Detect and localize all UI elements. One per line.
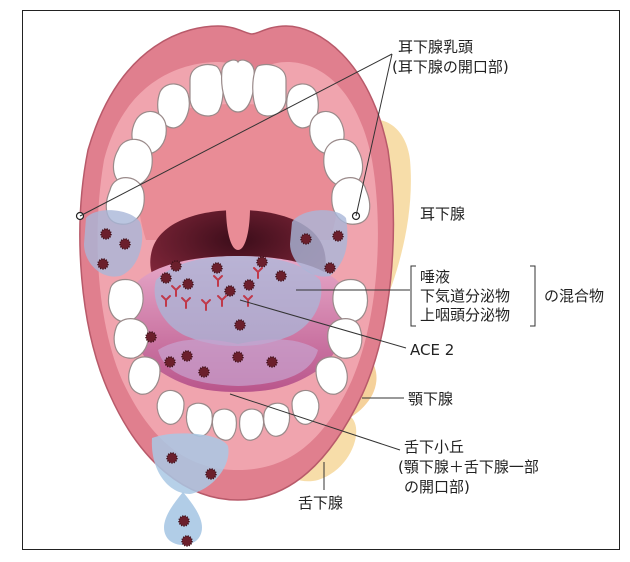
virus-particle (267, 357, 277, 367)
parotid-papilla-label: 耳下腺乳頭 (398, 38, 473, 56)
mixture-suffix-label: の混合物 (544, 287, 604, 305)
virus-particle (171, 261, 181, 271)
submandibular-gland-label: 顎下腺 (408, 390, 453, 408)
sublingual-gland-label: 舌下腺 (298, 494, 343, 512)
virus-particle (257, 257, 267, 267)
virus-particle (161, 273, 171, 283)
sublingual-caruncle-note-1: (顎下腺＋舌下腺一部 (398, 458, 539, 476)
virus-particle (206, 469, 216, 479)
virus-particle (333, 231, 343, 241)
virus-particle (199, 367, 209, 377)
mixture-item-lower-airway: 下気道分泌物 (420, 287, 510, 305)
virus-particle (165, 357, 175, 367)
virus-particle (101, 229, 111, 239)
parotid-opening-label: (耳下腺の開口部) (392, 58, 509, 76)
virus-particle (225, 286, 235, 296)
virus-particle (276, 271, 286, 281)
parotid-gland-label: 耳下腺 (420, 205, 465, 223)
virus-particle (98, 259, 108, 269)
virus-particle (301, 234, 311, 244)
virus-particle (182, 536, 192, 546)
virus-particle (244, 280, 254, 290)
sublingual-caruncle-label: 舌下小丘 (404, 438, 464, 456)
virus-particle (235, 320, 245, 330)
virus-particle (179, 516, 189, 526)
saliva-pool (155, 256, 322, 346)
virus-particle (183, 279, 193, 289)
virus-particle (325, 263, 335, 273)
virus-particle (120, 239, 130, 249)
virus-particle (146, 332, 156, 342)
virus-particle (212, 263, 222, 273)
mixture-item-nasopharynx: 上咽頭分泌物 (420, 306, 510, 324)
virus-particle (182, 351, 192, 361)
ace2-label: ACE 2 (410, 341, 454, 359)
sublingual-caruncle-note-2: の開口部) (404, 478, 470, 496)
mixture-item-saliva: 唾液 (420, 268, 450, 286)
virus-particle (233, 352, 243, 362)
virus-particle (167, 453, 177, 463)
